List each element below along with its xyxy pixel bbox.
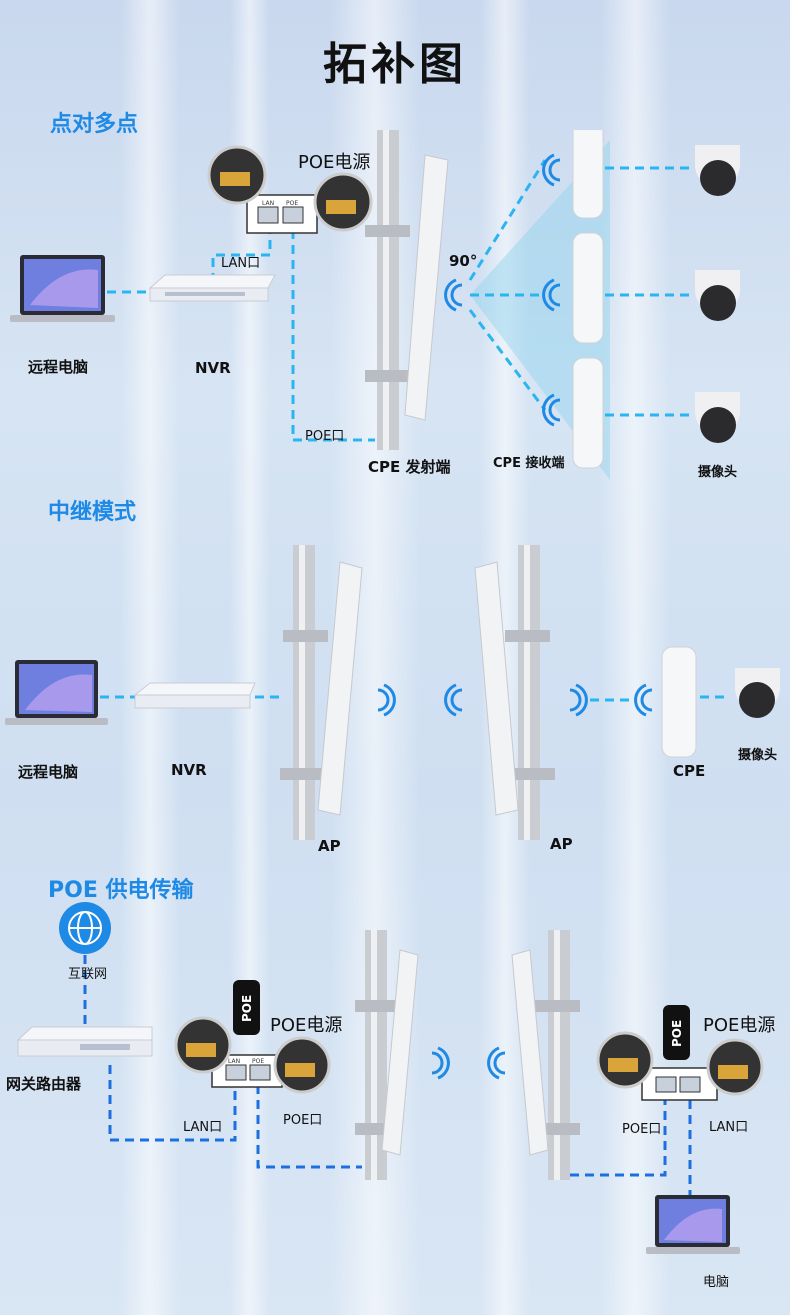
wifi-signal-icon (444, 278, 463, 312)
port-label-lan: LAN (228, 1058, 240, 1065)
laptop-icon (5, 660, 108, 725)
label-internet: 互联网 (68, 967, 108, 982)
poe-port-box (246, 194, 318, 234)
label-lan-port-right: LAN口 (709, 1120, 749, 1135)
cpe-unit-icon (572, 357, 604, 469)
link-ap-poe (570, 1100, 667, 1177)
port-label-poe: POE (252, 1058, 264, 1065)
camera-icon (695, 145, 740, 196)
section-heading-poe: POE 供电传输 (48, 878, 194, 903)
sector-antenna-icon (474, 545, 555, 840)
wifi-signal-icon (377, 683, 653, 717)
link-beam-1 (468, 159, 547, 281)
sector-antenna-icon (511, 930, 580, 1180)
label-camera: 摄像头 (698, 465, 738, 480)
label-nvr: NVR (195, 359, 231, 377)
background-streak (120, 0, 180, 1315)
cpe-unit-icon (661, 646, 697, 758)
nvr-icon (133, 682, 256, 709)
label-gateway-router: 网关路由器 (6, 1075, 82, 1093)
internet-globe-icon (59, 902, 111, 954)
label-lan-port: LAN口 (221, 256, 261, 271)
link-poe-ap (256, 1085, 362, 1169)
lan-plug-icon (174, 1016, 232, 1074)
link-router-lan (108, 1065, 237, 1142)
camera-icon (695, 392, 740, 443)
label-remote-computer: 远程电脑 (18, 763, 79, 781)
section-heading-relay: 中继模式 (48, 500, 137, 525)
relay-diagram (5, 545, 780, 840)
port-label-lan: LAN (262, 200, 274, 207)
label-computer: 电脑 (703, 1275, 730, 1290)
label-angle: 90° (449, 252, 478, 270)
label-cpe-receiver: CPE 接收端 (493, 456, 565, 471)
laptop-icon (10, 255, 115, 322)
camera-icon (695, 270, 740, 321)
label-ap-right: AP (550, 835, 573, 853)
poe-injector-icon (663, 1005, 690, 1060)
poe-plug-icon (313, 172, 373, 232)
label-cpe-transmitter: CPE 发射端 (368, 458, 451, 476)
label-poe-port-right: POE口 (622, 1122, 662, 1137)
router-icon (16, 1026, 153, 1057)
cpe-unit-icon (572, 130, 604, 219)
label-cpe: CPE (673, 762, 706, 780)
label-poe-power: POE电源 (298, 152, 371, 173)
injector-text: POE (240, 995, 254, 1022)
camera-icon (735, 668, 780, 718)
p2mp-diagram: LAN POE (10, 130, 740, 480)
label-remote-computer: 远程电脑 (28, 358, 89, 376)
port-label-poe: POE (286, 200, 298, 207)
link-poe-cpe (291, 230, 375, 442)
poe-injector-icon (233, 980, 260, 1035)
label-poe-port-left: POE口 (283, 1113, 323, 1128)
poe-port-box (641, 1067, 718, 1101)
poe-plug-icon (273, 1036, 331, 1094)
lan-plug-icon (706, 1038, 764, 1096)
label-lan-port-left: LAN口 (183, 1120, 223, 1135)
cpe-unit-icon (572, 232, 604, 344)
page-title: 拓补图 (323, 39, 467, 90)
link-nvr-lan (211, 230, 272, 282)
label-poe-port: POE口 (305, 429, 345, 444)
label-nvr: NVR (171, 761, 207, 779)
label-ap-left: AP (318, 837, 341, 855)
sector-antenna-icon (355, 930, 419, 1180)
label-camera: 摄像头 (738, 748, 778, 763)
poe-plug-icon (596, 1031, 654, 1089)
laptop-icon (646, 1195, 740, 1254)
section-heading-p2mp: 点对多点 (50, 112, 139, 137)
sector-antenna-icon (365, 130, 449, 450)
sector-antenna-icon (280, 545, 363, 840)
wifi-signal-icon (431, 1046, 506, 1080)
label-poe-power-right: POE电源 (703, 1015, 776, 1036)
lan-plug-icon (207, 145, 267, 205)
link-beam-3 (468, 309, 547, 411)
nvr-icon (148, 274, 276, 302)
poe-diagram: POE LAN POE POE (16, 902, 764, 1254)
wifi-signal-icon (542, 153, 561, 427)
label-poe-power-left: POE电源 (270, 1015, 343, 1036)
injector-text: POE (670, 1020, 684, 1047)
